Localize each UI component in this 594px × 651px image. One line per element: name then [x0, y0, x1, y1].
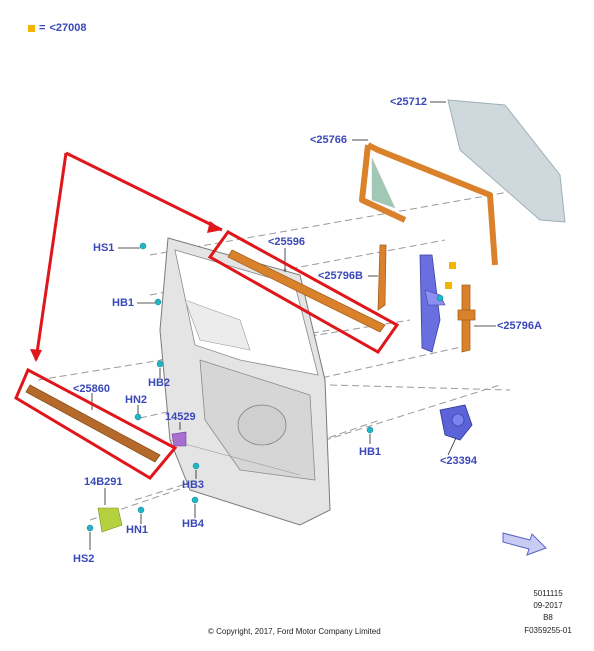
- belt-weatherstrip-lower: [25, 384, 161, 463]
- label-25766: <25766: [310, 134, 348, 146]
- leader-lines: [89, 101, 496, 550]
- clip-marker-a: [449, 262, 456, 269]
- window-motor: [439, 404, 473, 441]
- legend-text: <27008: [49, 22, 87, 34]
- belt-weatherstrip-upper: [227, 249, 386, 333]
- label-14b291: 14B291: [84, 476, 123, 488]
- legend-swatch: [28, 24, 35, 32]
- clip-marker-b: [445, 282, 452, 289]
- label-hb4: HB4: [182, 518, 205, 530]
- label-25860: <25860: [73, 383, 111, 395]
- copyright-notice: © Copyright, 2017, Ford Motor Company Li…: [208, 627, 381, 636]
- label-23394: <23394: [440, 455, 478, 467]
- label-25796b: <25796B: [318, 270, 363, 282]
- fasteners: [86, 242, 444, 532]
- label-hs2: HS2: [73, 553, 95, 565]
- glass-run-channel: [359, 142, 498, 266]
- legend-symbol: =: [39, 22, 46, 34]
- label-hb3: HB3: [182, 479, 205, 491]
- quarter-glass: [371, 157, 396, 209]
- highlight-arrowheads: [30, 221, 222, 362]
- door-inner-panel: [159, 237, 331, 526]
- view-direction-arrow-icon: [502, 532, 547, 556]
- run-channel-b: [377, 244, 387, 311]
- drawing-date: 09-2017: [533, 601, 563, 610]
- label-25712: <25712: [390, 96, 428, 108]
- label-hb1-right: HB1: [359, 446, 382, 458]
- label-25796a: <25796A: [497, 320, 542, 332]
- legend: = <27008: [28, 22, 86, 34]
- highlight-frames: [14, 151, 400, 480]
- label-hn2: HN2: [125, 394, 148, 406]
- label-hb2: HB2: [148, 377, 171, 389]
- label-25596: <25596: [268, 236, 306, 248]
- label-hb1-left: HB1: [112, 297, 135, 309]
- window-regulator: [419, 254, 446, 353]
- label-hs1: HS1: [93, 242, 115, 254]
- label-hn1: HN1: [126, 524, 149, 536]
- drawing-revision: B8: [543, 613, 553, 622]
- part-14529: [171, 431, 187, 447]
- part-14b291: [97, 507, 123, 533]
- figure-number: F0359255-01: [524, 626, 572, 635]
- drawing-code: 5011115: [533, 589, 563, 598]
- door-glass: [447, 99, 566, 223]
- label-14529: 14529: [165, 411, 196, 423]
